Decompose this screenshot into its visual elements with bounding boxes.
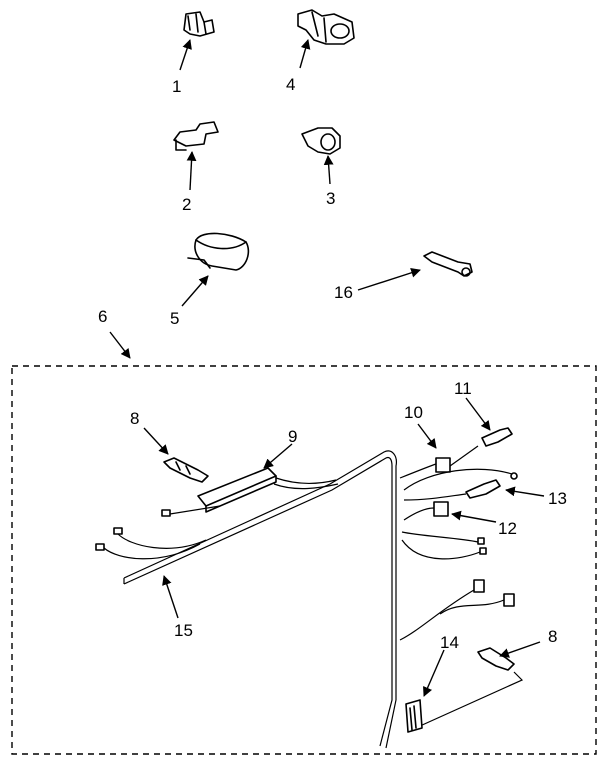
part-13-arrow (505, 486, 545, 497)
part-8-right-arrow (499, 641, 541, 658)
part-14-arrow (423, 649, 445, 697)
callout-11: 11 (454, 379, 472, 398)
callout-4: 4 (286, 75, 295, 94)
loop-wire (403, 468, 518, 491)
part-14-connector (405, 699, 423, 733)
callout-8-left: 8 (130, 409, 139, 428)
part-8-terminal-right (419, 647, 524, 727)
part-10-arrow (417, 423, 437, 449)
part-1-clip (183, 11, 215, 37)
part-2-arrow (186, 151, 197, 191)
part-3-loop-clamp (301, 127, 341, 155)
callout-10: 10 (404, 403, 423, 422)
part-5-arrow (181, 275, 209, 307)
part-16-arrow (357, 268, 421, 291)
callout-3: 3 (326, 189, 335, 208)
callout-5: 5 (170, 309, 179, 328)
part-13-terminal (403, 479, 501, 501)
part-15-arrow (162, 575, 179, 619)
part-11-arrow (465, 397, 491, 431)
part-16-tie (423, 251, 473, 277)
part-3-arrow (323, 155, 334, 185)
callout-13: 13 (548, 489, 567, 508)
part-8-left-arrow (143, 427, 169, 455)
part-12-connector (403, 501, 449, 521)
part-5-sleeve (187, 232, 250, 271)
part-12-arrow (451, 510, 497, 523)
callout-9: 9 (288, 427, 297, 446)
part-15-main-harness (123, 450, 397, 749)
part-4-clamp (297, 9, 355, 45)
left-wire-branches (95, 505, 221, 560)
callout-1: 1 (172, 77, 181, 96)
callout-15: 15 (174, 621, 193, 640)
part-2-bracket (173, 121, 219, 151)
callout-16: 16 (334, 283, 353, 302)
callout-12: 12 (498, 519, 517, 538)
callout-8-right: 8 (548, 627, 557, 646)
part-11-terminal (481, 427, 513, 447)
right-wire-branches (399, 531, 515, 641)
callout-2: 2 (182, 195, 191, 214)
part-8-terminal-left (163, 457, 209, 483)
part-1-arrow (179, 39, 192, 71)
wire-harness-assembly-boundary (11, 365, 597, 755)
part-9-connector-block (197, 467, 339, 513)
part-9-arrow (263, 443, 293, 469)
callout-6: 6 (98, 307, 107, 326)
callout-14: 14 (440, 633, 459, 652)
part-10-connector (399, 445, 479, 479)
part-6-arrow (109, 331, 131, 359)
part-4-arrow (299, 39, 311, 69)
